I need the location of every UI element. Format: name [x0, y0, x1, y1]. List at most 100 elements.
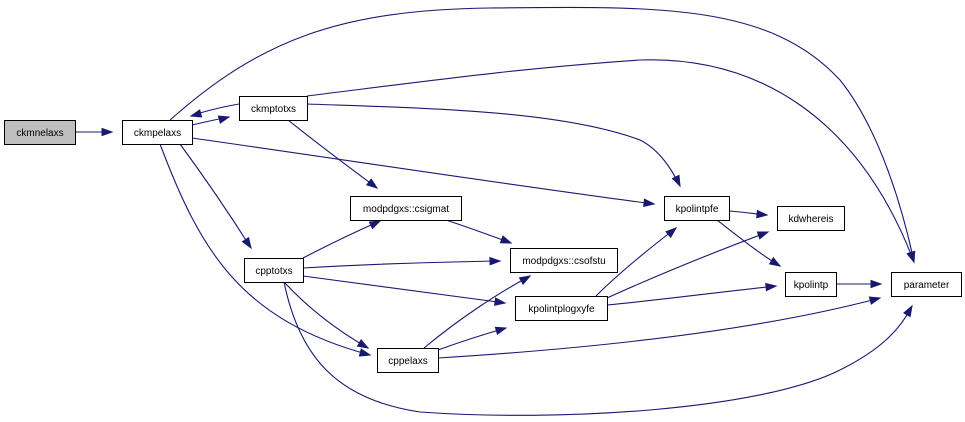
arrowhead	[756, 231, 770, 240]
arrowhead	[241, 236, 252, 250]
edge-ckmptotxs-to-kpolintpfe	[306, 103, 681, 188]
edge-csigmat-to-csofstu	[445, 219, 513, 244]
edge-layer	[75, 6, 916, 416]
edge-kpolintpfe-to-kdwhereis	[728, 209, 769, 219]
arrowhead	[358, 348, 372, 357]
edge-kpolintpfe-to-kpolintp	[716, 219, 782, 267]
node-box	[777, 206, 845, 231]
edge-line	[191, 137, 655, 205]
arrowhead	[489, 256, 502, 266]
edge-line	[606, 231, 769, 299]
arrowhead	[356, 339, 370, 349]
arrowhead	[756, 209, 769, 219]
edge-line	[159, 143, 371, 356]
node-label: modpdgxs::csofstu	[522, 256, 605, 267]
edge-ckmptotxs-to-ckmpelaxs	[189, 103, 240, 118]
node-label: parameter	[904, 280, 950, 291]
arrowhead	[518, 275, 532, 285]
edge-ckmpelaxs-to-ckmptotxs	[191, 115, 231, 126]
edge-cppelaxs-to-parameter	[437, 296, 882, 359]
node-ckmnelaxs: ckmnelaxs	[4, 120, 76, 145]
arrowhead	[671, 174, 681, 188]
arrowhead	[870, 279, 883, 289]
edge-line	[716, 219, 781, 267]
node-cppelaxs[interactable]: cppelaxs	[377, 348, 439, 373]
edge-line	[283, 281, 913, 416]
edge-ckmpelaxs-to-cppelaxs	[159, 143, 372, 357]
node-kdwhereis[interactable]: kdwhereis	[777, 206, 845, 231]
edge-ckmptotxs-to-parameter	[306, 59, 915, 264]
arrowhead	[665, 227, 678, 239]
arrowhead	[368, 220, 382, 230]
edge-line	[423, 275, 531, 349]
arrowhead	[499, 235, 513, 244]
edge-ckmnelaxs-to-ckmpelaxs	[75, 127, 114, 137]
arrowhead	[101, 127, 114, 137]
arrowhead	[643, 198, 656, 208]
arrowhead	[903, 304, 913, 318]
node-box	[4, 120, 76, 145]
node-kpolintplogxyfe[interactable]: kpolintplogxyfe	[515, 296, 608, 321]
node-box	[122, 120, 193, 145]
edge-cppelaxs-to-csofstu	[423, 275, 532, 349]
edge-line	[283, 281, 369, 349]
edge-kpolintp-to-parameter	[836, 279, 883, 289]
arrowhead	[189, 109, 203, 118]
arrowhead	[494, 297, 507, 306]
node-box	[891, 272, 962, 297]
node-kpolintpfe[interactable]: kpolintpfe	[664, 196, 730, 221]
edge-kpolintplogxyfe-to-kpolintp	[606, 282, 778, 306]
node-box	[785, 272, 837, 297]
arrowhead	[365, 178, 379, 189]
arrowhead	[765, 282, 778, 292]
edge-ckmptotxs-to-csigmat	[287, 119, 379, 189]
edge-cpptotxs-to-parameter	[283, 281, 913, 416]
node-label: ckmnelaxs	[16, 128, 63, 139]
edge-ckmpelaxs-to-cpptotxs	[179, 143, 252, 250]
node-box	[664, 196, 730, 221]
node-label: cpptotxs	[255, 266, 292, 277]
edge-line	[287, 119, 378, 189]
node-box	[377, 348, 439, 373]
node-label: kdwhereis	[788, 214, 833, 225]
node-csigmat[interactable]: modpdgxs::csigmat	[350, 196, 462, 221]
node-box	[239, 96, 308, 121]
node-label: modpdgxs::csigmat	[363, 204, 449, 215]
node-parameter[interactable]: parameter	[891, 272, 962, 297]
edge-line	[302, 260, 501, 269]
edge-line	[595, 227, 677, 297]
edge-line	[606, 285, 777, 306]
node-label: cppelaxs	[388, 356, 427, 367]
edge-cpptotxs-to-csigmat	[302, 220, 382, 259]
edge-cpptotxs-to-csofstu	[302, 256, 502, 269]
node-box	[515, 296, 608, 321]
edge-ckmpelaxs-to-kpolintpfe	[191, 137, 656, 208]
edge-line	[169, 6, 915, 263]
node-ckmpelaxs[interactable]: ckmpelaxs	[122, 120, 193, 145]
arrowhead	[494, 326, 508, 336]
arrowhead	[868, 296, 882, 305]
edge-kpolintplogxyfe-to-kdwhereis	[606, 231, 770, 299]
edge-line	[306, 103, 681, 187]
node-box	[244, 258, 304, 283]
node-cpptotxs[interactable]: cpptotxs	[244, 258, 304, 283]
edge-cpptotxs-to-cppelaxs	[283, 281, 370, 349]
edge-line	[302, 275, 506, 304]
node-label: ckmpelaxs	[134, 128, 181, 139]
arrowhead	[217, 115, 231, 124]
node-ckmptotxs[interactable]: ckmptotxs	[239, 96, 308, 121]
edge-line	[302, 220, 381, 259]
edge-cpptotxs-to-kpolintplogxyfe	[302, 275, 507, 306]
arrowhead	[768, 256, 782, 267]
arrowhead	[906, 250, 915, 264]
node-label: kpolintplogxyfe	[528, 304, 595, 315]
edge-cppelaxs-to-kpolintplogxyfe	[437, 326, 508, 351]
edge-line	[437, 327, 507, 351]
node-box	[510, 248, 618, 273]
node-label: kpolintp	[794, 280, 829, 291]
node-kpolintp[interactable]: kpolintp	[785, 272, 837, 297]
node-csofstu[interactable]: modpdgxs::csofstu	[510, 248, 618, 273]
edge-kpolintplogxyfe-to-kpolintpfe	[595, 227, 678, 297]
node-layer: ckmnelaxs ckmpelaxs ckmptotxs cpptotxs modpd…	[4, 96, 962, 373]
